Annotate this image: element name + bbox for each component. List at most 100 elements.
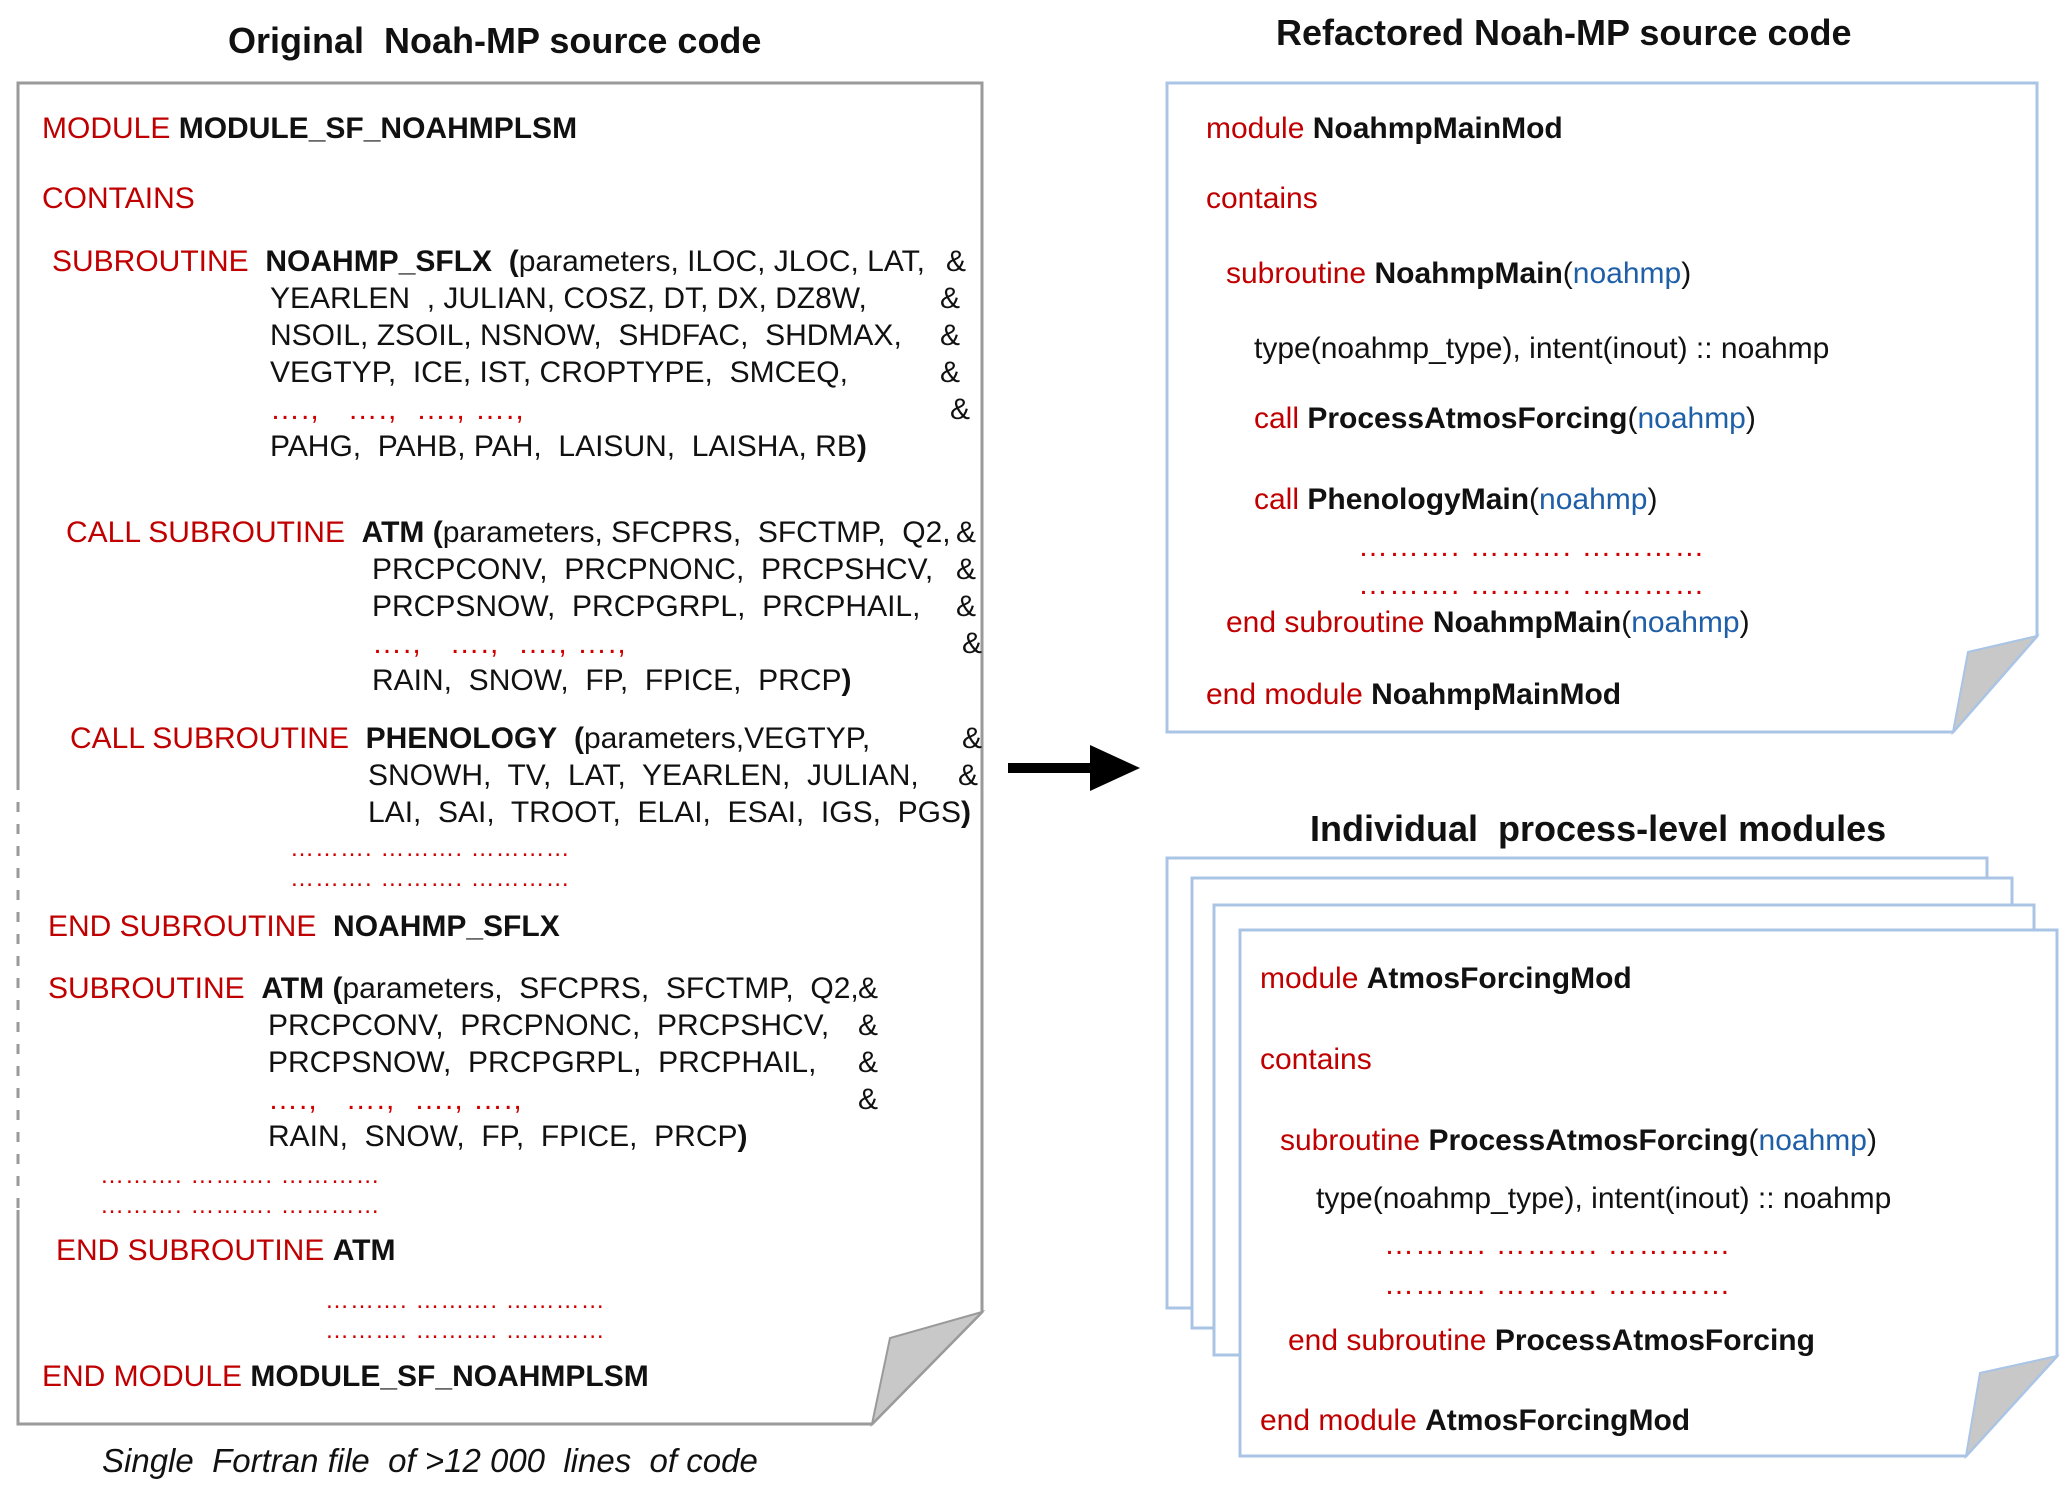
main-module-name: NoahmpMainMod <box>1312 112 1563 145</box>
continuation-amp: & <box>858 972 879 1005</box>
continuation-amp: & <box>858 1046 879 1079</box>
sflx-open-paren: ( <box>508 245 519 278</box>
left-page-fold <box>870 1310 986 1428</box>
call-atm-arg-line: RAIN, SNOW, FP, FPICE, PRCP <box>372 664 842 697</box>
atmos-end-subroutine-line: end subroutine ProcessAtmosForcing <box>1288 1322 1815 1359</box>
end-module-keyword: end module <box>1260 1404 1417 1437</box>
sflx-arg-line: NSOIL, ZSOIL, NSNOW, SHDFAC, SHDMAX, <box>270 319 902 352</box>
call-atm-arg-line: parameters, SFCPRS, SFCTMP, Q2, <box>442 516 951 549</box>
sflx-arg-line: VEGTYP, ICE, IST, CROPTYPE, SMCEQ, <box>270 356 848 389</box>
end-module-line: END MODULE MODULE_SF_NOAHMPLSM <box>42 1358 649 1395</box>
call-phenology-last-line: LAI, SAI, TROOT, ELAI, ESAI, IGS, PGS) <box>368 794 971 831</box>
atm-declaration: SUBROUTINE ATM (parameters, SFCPRS, SFCT… <box>48 970 859 1007</box>
main-module-line: module NoahmpMainMod <box>1206 110 1563 147</box>
omitted-code-dots: ………. ………. ………… <box>1358 568 1706 601</box>
sflx-declaration: SUBROUTINE NOAHMP_SFLX (parameters, ILOC… <box>52 243 925 280</box>
sflx-arg-last-line: PAHG, PAHB, PAH, LAISUN, LAISHA, RB) <box>270 428 867 465</box>
atmos-end-module-line: end module AtmosForcingMod <box>1260 1402 1690 1439</box>
call-phenology-main-name: PhenologyMain <box>1307 483 1530 516</box>
continuation-amp: & <box>950 393 971 426</box>
sflx-keyword: SUBROUTINE <box>52 245 249 278</box>
atm-open-paren: ( <box>332 972 343 1005</box>
main-module-keyword: module <box>1206 112 1305 145</box>
left-title: Original Noah-MP source code <box>228 20 762 61</box>
continuation-amp: & <box>940 282 961 315</box>
left-contains: CONTAINS <box>42 182 195 215</box>
end-sflx-keyword: END SUBROUTINE <box>48 910 317 943</box>
call-atm-ellipsis: …., …., …., …., <box>372 627 627 660</box>
call-atm-last-line: RAIN, SNOW, FP, FPICE, PRCP) <box>372 662 852 699</box>
atmos-subroutine-name: ProcessAtmosForcing <box>1428 1124 1749 1157</box>
call-phenology-line: CALL SUBROUTINE PHENOLOGY (parameters,VE… <box>70 720 870 757</box>
atmos-contains: contains <box>1260 1043 1372 1076</box>
continuation-amp: & <box>858 1009 879 1042</box>
open-paren: ( <box>1748 1124 1759 1157</box>
call-phenology-arg-line: parameters,VEGTYP, <box>584 722 871 755</box>
atmos-subroutine-line: subroutine ProcessAtmosForcing(noahmp) <box>1280 1122 1877 1159</box>
omitted-code-dots: ………. ………. ………… <box>100 1192 381 1219</box>
call-phenology-name: PHENOLOGY <box>365 722 558 755</box>
sflx-arg-line: parameters, ILOC, JLOC, LAT, <box>518 245 925 278</box>
main-subroutine-arg: noahmp <box>1572 257 1682 290</box>
call-phenology-open-paren: ( <box>574 722 584 755</box>
end-subroutine-name: ProcessAtmosForcing <box>1494 1324 1815 1357</box>
call-phenology-keyword: CALL SUBROUTINE <box>70 722 349 755</box>
call-atm-line: CALL SUBROUTINE ATM (parameters, SFCPRS,… <box>66 514 951 551</box>
call-atm-arg-line: PRCPCONV, PRCPNONC, PRCPSHCV, <box>372 553 934 586</box>
end-atm-line: END SUBROUTINE ATM <box>56 1232 395 1269</box>
omitted-code-dots: ………. ………. ………… <box>325 1287 606 1314</box>
right-top-title: Refactored Noah-MP source code <box>1276 12 1852 53</box>
close-paren: ) <box>1681 257 1692 290</box>
call-phenology-arg-line: LAI, SAI, TROOT, ELAI, ESAI, IGS, PGS <box>368 796 961 829</box>
module-name: MODULE_SF_NOAHMPLSM <box>178 112 578 145</box>
end-sflx-name: NOAHMP_SFLX <box>333 910 560 943</box>
call-keyword: call <box>1254 483 1300 516</box>
call-atm-name: ATM <box>361 516 425 549</box>
continuation-amp: & <box>940 356 961 389</box>
continuation-amp: & <box>956 590 977 623</box>
call-atm-arg-line: PRCPSNOW, PRCPGRPL, PRCPHAIL, <box>372 590 921 623</box>
call-arg: noahmp <box>1539 483 1648 516</box>
close-paren: ) <box>1739 606 1750 639</box>
atmos-subroutine-arg: noahmp <box>1758 1124 1867 1157</box>
left-caption: Single Fortran file of >12 000 lines of … <box>102 1442 758 1479</box>
continuation-amp: & <box>956 516 977 549</box>
end-module-keyword: END MODULE <box>42 1360 243 1393</box>
atm-arg-line: PRCPCONV, PRCPNONC, PRCPSHCV, <box>268 1009 830 1042</box>
call-phenology-arg-line: SNOWH, TV, LAT, YEARLEN, JULIAN, <box>368 759 919 792</box>
sflx-close-paren: ) <box>856 430 867 463</box>
continuation-amp: & <box>940 319 961 352</box>
module-keyword: MODULE <box>42 112 171 145</box>
atm-arg-line: parameters, SFCPRS, SFCTMP, Q2, <box>342 972 859 1005</box>
call-phenology-close-paren: ) <box>960 796 971 829</box>
end-subroutine-keyword: end subroutine <box>1288 1324 1487 1357</box>
atmos-subroutine-keyword: subroutine <box>1280 1124 1421 1157</box>
atm-close-paren: ) <box>737 1120 748 1153</box>
open-paren: ( <box>1627 402 1638 435</box>
omitted-code-dots: ………. ………. ………… <box>1384 1228 1732 1261</box>
refactor-arrow-head <box>1090 745 1140 791</box>
continuation-amp: & <box>858 1083 879 1116</box>
end-atm-name: ATM <box>332 1234 396 1267</box>
call-process-atmos-line: call ProcessAtmosForcing(noahmp) <box>1254 400 1756 437</box>
end-sflx-line: END SUBROUTINE NOAHMP_SFLX <box>48 908 560 945</box>
continuation-amp: & <box>962 627 983 660</box>
sflx-name: NOAHMP_SFLX <box>265 245 493 278</box>
right-top-page-fold <box>1951 634 2040 736</box>
main-contains: contains <box>1206 182 1318 215</box>
main-type-declaration: type(noahmp_type), intent(inout) :: noah… <box>1254 332 1830 365</box>
call-atm-open-paren: ( <box>432 516 443 549</box>
atm-name: ATM <box>261 972 325 1005</box>
main-subroutine-keyword: subroutine <box>1226 257 1367 290</box>
open-paren: ( <box>1562 257 1573 290</box>
main-end-module-line: end module NoahmpMainMod <box>1206 676 1621 713</box>
close-paren: ) <box>1745 402 1756 435</box>
call-process-atmos-name: ProcessAtmosForcing <box>1307 402 1628 435</box>
close-paren: ) <box>1647 483 1658 516</box>
sflx-arg-line: PAHG, PAHB, PAH, LAISUN, LAISHA, RB <box>270 430 857 463</box>
end-module-name: NoahmpMainMod <box>1371 678 1622 711</box>
end-subroutine-name: NoahmpMain <box>1432 606 1622 639</box>
left-module-line: MODULE MODULE_SF_NOAHMPLSM <box>42 110 577 147</box>
omitted-code-dots: ………. ………. ………… <box>325 1317 606 1344</box>
